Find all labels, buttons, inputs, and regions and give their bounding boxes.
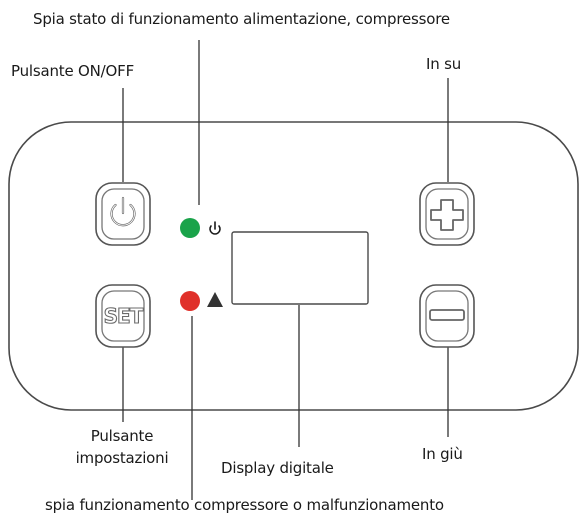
plus-button[interactable] [419, 182, 475, 246]
bottom-indicator-label: spia funzionamento compressore o malfunz… [45, 496, 444, 514]
power-symbol-icon [209, 221, 221, 235]
set-button-label: SET [104, 304, 144, 328]
set-button[interactable]: SET [95, 284, 151, 348]
display-label: Display digitale [221, 459, 334, 477]
plus-icon [430, 199, 464, 231]
triangle-warning-icon [207, 292, 223, 307]
up-label: In su [426, 55, 462, 73]
settings-button-label-line1: Pulsante [90, 427, 154, 445]
minus-button[interactable] [419, 284, 475, 348]
power-button-label: Pulsante ON/OFF [11, 62, 134, 80]
control-panel-outline [8, 121, 579, 411]
red-indicator-light [180, 291, 200, 311]
settings-button-label: Pulsante impostazioni [62, 425, 182, 469]
minus-icon [429, 309, 465, 321]
power-button[interactable] [95, 182, 151, 246]
top-indicator-label: Spia stato di funzionamento alimentazion… [33, 10, 450, 28]
digital-display [231, 231, 369, 305]
settings-button-label-line2: impostazioni [75, 449, 169, 467]
green-indicator-light [180, 218, 200, 238]
down-label: In giù [422, 445, 463, 463]
